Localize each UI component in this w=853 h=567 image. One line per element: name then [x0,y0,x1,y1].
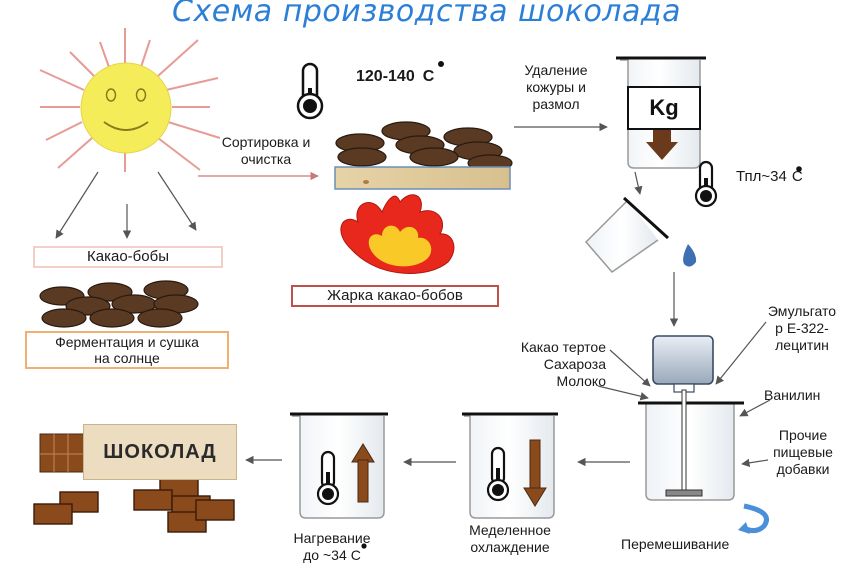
cocoa-beans-label: Какао-бобы [33,246,223,268]
hopper-icon [652,335,714,393]
chocolate-label: ШОКОЛАД [83,424,237,480]
roasting-tray-icon [334,121,513,190]
roasting-label: Жарка какао-бобов [291,285,499,307]
heating-beaker-icon [290,412,388,519]
sun-icon [39,28,221,172]
tilted-beaker-icon [584,196,697,274]
page-title: Схема производства шоколада [172,0,681,29]
vanillin-label: Ванилин [764,387,821,403]
weight-label: Kg [627,86,701,130]
cooling-beaker-icon [462,412,558,519]
grinder-down-arrow [634,171,643,195]
chocolate-pieces-icon [33,477,235,533]
mixing-label: Перемешивание [621,536,730,552]
mixer-vessel-icon [638,389,769,534]
thermometer-small-icon [694,160,718,208]
cocoa-beans-pile-icon [39,280,199,328]
chocolate-bar-icon [39,433,85,473]
fire-icon [340,194,455,274]
thermometer-icon [296,62,324,120]
sun-arrows [55,171,197,239]
ingredient-arrows [597,321,771,468]
